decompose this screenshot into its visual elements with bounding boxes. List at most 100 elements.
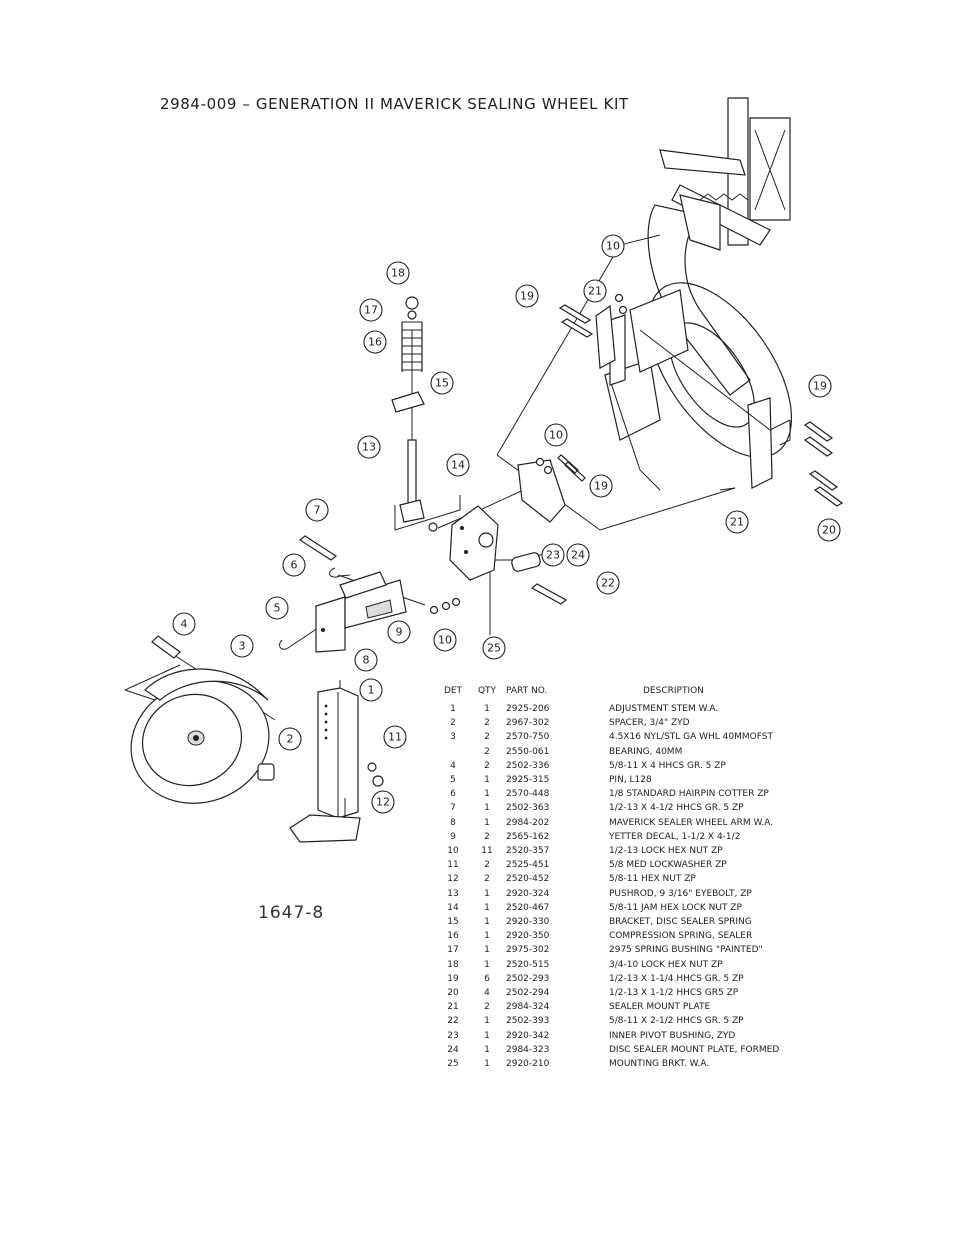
cell-det: 19 [447,973,459,984]
cell-qty: 1 [484,945,490,956]
svg-text:15: 15 [435,377,449,390]
mounting-bracket [428,505,541,581]
svg-text:25: 25 [487,642,501,655]
cell-det: 13 [447,888,459,899]
header-description: DESCRIPTION [643,686,704,696]
svg-text:8: 8 [363,654,370,667]
bolt-22 [530,583,568,605]
cell-qty: 1 [484,1016,490,1027]
nuts-10-top [614,293,624,303]
cell-description: SPACER, 3/4" ZYD [609,718,690,729]
cell-det: 5 [450,775,456,786]
cell-det: 8 [450,817,456,828]
svg-text:20: 20 [822,524,836,537]
svg-text:4: 4 [181,618,188,631]
svg-text:1: 1 [368,684,375,697]
callout-19-center: 19 [589,474,613,498]
cell-det: 17 [447,945,459,956]
cell-description: BEARING, 40MM [609,746,683,757]
cell-det: 12 [447,874,459,885]
wheel-bolt [151,635,181,659]
cell-part-no: 2520-515 [506,959,550,970]
cell-qty: 1 [484,1059,490,1070]
nuts-10-lower-a [429,605,439,615]
cell-description: INNER PIVOT BUSHING, ZYD [609,1030,736,1041]
cell-det: 10 [447,846,459,857]
svg-text:16: 16 [368,336,382,349]
svg-text:18: 18 [391,267,405,280]
cell-det: 7 [450,803,456,814]
svg-text:19: 19 [520,290,534,303]
cell-qty: 1 [484,902,490,913]
cell-qty: 1 [484,817,490,828]
cell-description: 1/2-13 X 1-1/2 HHCS GR5 ZP [609,988,739,999]
cell-description: COMPRESSION SPRING, SEALER [609,931,753,942]
callout-2: 2 [278,727,302,751]
pushrod-spring-assembly [391,296,425,523]
cell-description: PUSHROD, 9 3/16" EYEBOLT, ZP [609,888,752,899]
callout-11: 11 [383,725,407,749]
svg-text:7: 7 [314,504,321,517]
cell-qty: 1 [484,704,490,714]
nut-10-top-b [618,305,628,315]
cell-det: 22 [447,1016,459,1027]
cell-description: MAVERICK SEALER WHEEL ARM W.A. [609,817,774,828]
svg-text:22: 22 [601,577,615,590]
cell-qty: 1 [484,888,490,899]
svg-text:11: 11 [388,731,402,744]
cell-part-no: 2920-342 [506,1030,550,1041]
svg-text:10: 10 [606,240,620,253]
diagram-title: 2984-009 – GENERATION II MAVERICK SEALIN… [160,95,629,113]
cell-qty: 1 [484,1044,490,1055]
cell-part-no: 2502-293 [506,973,550,984]
cell-det: 2 [450,718,456,729]
cell-description: 5/8-11 JAM HEX LOCK NUT ZP [609,902,742,913]
cell-det [436,745,470,759]
cell-part-no: 2925-206 [506,704,550,714]
cell-description: 5/8-11 X 4 HHCS GR. 5 ZP [609,760,726,771]
svg-text:10: 10 [549,429,563,442]
header-qty: QTY [477,686,497,696]
svg-text:3: 3 [239,640,246,653]
cell-part-no: 2525-451 [506,860,550,871]
table-row: 2 2550-061 BEARING, 40MM [436,745,779,759]
cell-qty: 2 [484,831,490,842]
cell-det: 6 [450,789,456,800]
svg-text:21: 21 [588,285,602,298]
callout-1: 1 [359,678,383,702]
cell-det: 20 [447,988,459,999]
svg-text:9: 9 [396,626,403,639]
nuts-10-lower-c [451,597,461,607]
cell-description: DISC SEALER MOUNT PLATE, FORMED [609,1044,780,1055]
cell-description: 1/2-13 X 4-1/2 HHCS GR. 5 ZP [609,803,744,814]
svg-text:5: 5 [274,602,281,615]
cell-description: PIN, L128 [609,775,652,786]
cell-part-no: 2550-061 [506,746,550,757]
cell-qty: 2 [484,746,490,757]
drawing-number: 1647-8 [258,903,325,923]
callout-23: 23 [541,543,565,567]
gauge-wheel [130,668,270,804]
cell-det: 15 [447,917,459,928]
callout-8: 8 [354,648,378,672]
cell-part-no: 2570-448 [506,789,550,800]
cell-part-no: 2984-323 [506,1044,550,1055]
callout-25: 25 [482,636,506,660]
svg-text:12: 12 [376,796,390,809]
callout-16: 16 [363,330,387,354]
cell-det: 23 [447,1030,459,1041]
cell-det: 24 [447,1044,459,1055]
sealer-wheel-arm [315,571,407,653]
